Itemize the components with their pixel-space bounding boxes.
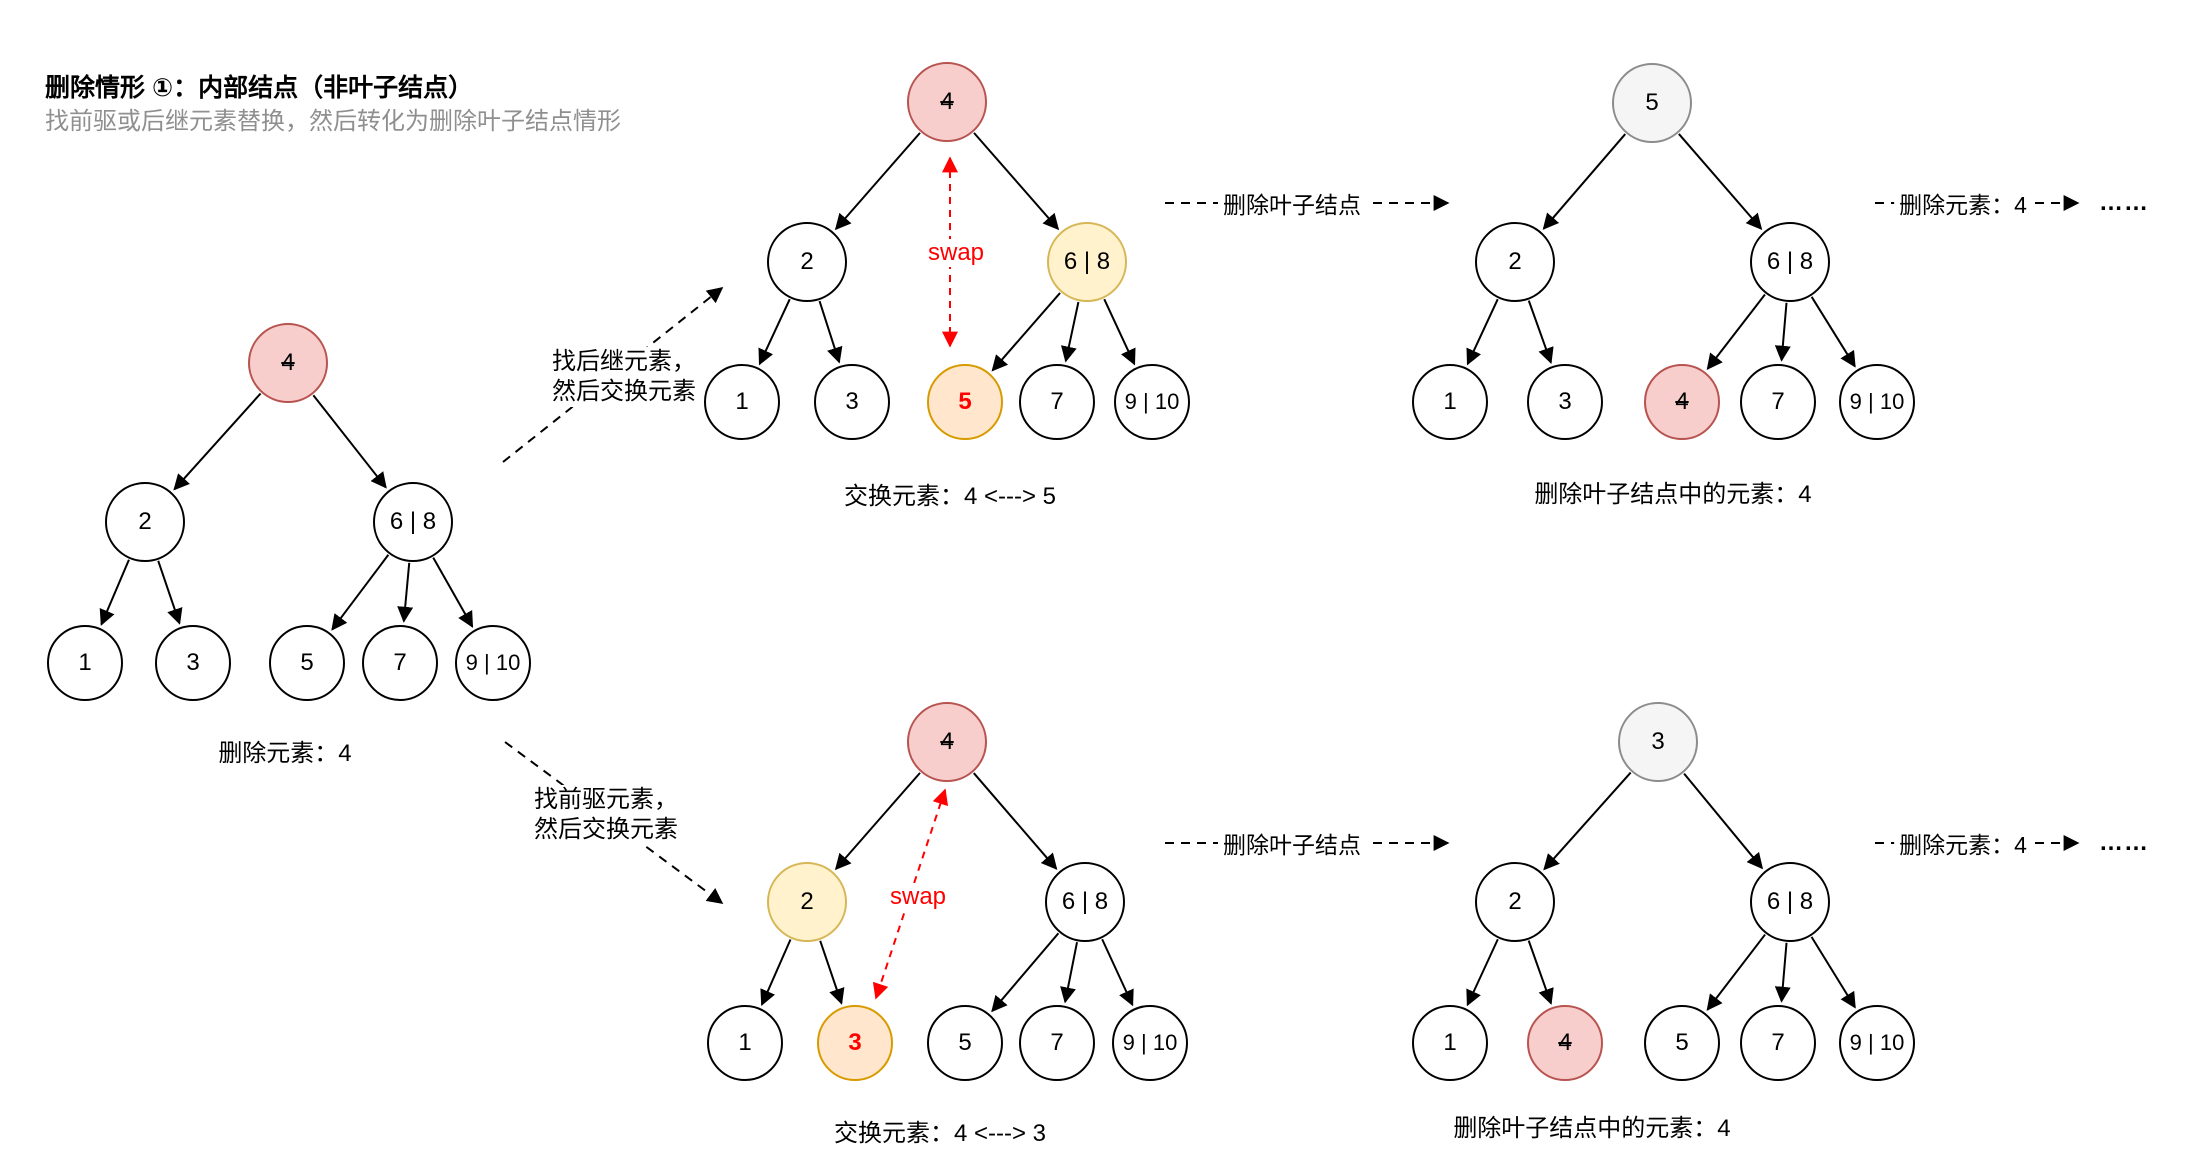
tree-edge bbox=[1706, 293, 1766, 371]
swap-label-successor: swap bbox=[923, 239, 989, 267]
predecessor-result-left-child-node: 2 bbox=[1475, 862, 1555, 942]
successor-swap-leaf-node: 1 bbox=[704, 364, 780, 440]
tree-edge bbox=[432, 557, 474, 628]
tree-edge bbox=[1683, 772, 1764, 870]
tree-edge bbox=[1706, 933, 1766, 1011]
predecessor-result-deleted-leaf-node: 4 bbox=[1527, 1005, 1603, 1081]
predecessor-swap-left-child-node: 2 bbox=[767, 862, 847, 942]
successor-swap-leaf-node: 3 bbox=[814, 364, 890, 440]
predecessor-swap-leaf-node: 1 bbox=[707, 1005, 783, 1081]
deleted-value: 4 bbox=[1675, 388, 1689, 415]
tree-edge bbox=[1466, 298, 1499, 366]
tree-edge bbox=[760, 939, 792, 1007]
deleted-value: 4 bbox=[281, 349, 295, 376]
tree-edge bbox=[1542, 133, 1626, 230]
successor-result-leaf-node: 9 | 10 bbox=[1839, 364, 1915, 440]
tree-edge bbox=[991, 932, 1060, 1013]
tree-edge bbox=[1527, 940, 1554, 1005]
successor-swap-leaf-node: 7 bbox=[1019, 364, 1095, 440]
tree-edge bbox=[1060, 301, 1080, 363]
successor-result-deleted-leaf-node: 4 bbox=[1644, 364, 1720, 440]
tree-edge bbox=[1466, 938, 1499, 1007]
predecessor-swap-root-node: 4 bbox=[907, 702, 987, 782]
tree-edge bbox=[1810, 296, 1856, 368]
tree-edge bbox=[397, 562, 414, 623]
predecessor-result-right-child-node: 6 | 8 bbox=[1750, 862, 1830, 942]
find-successor-label: 找后继元素， 然后交换元素 bbox=[550, 347, 698, 407]
tree-edge bbox=[173, 392, 262, 491]
tree-edge bbox=[819, 940, 845, 1005]
tree-edge bbox=[1060, 942, 1078, 1004]
predecessor-leaf-node: 3 bbox=[817, 1005, 893, 1081]
page-title: 删除情形 ①：内部结点（非叶子结点） bbox=[45, 74, 474, 102]
initial-left-child-node: 2 bbox=[105, 482, 185, 562]
predecessor-result-leaf-node: 7 bbox=[1740, 1005, 1816, 1081]
initial-tree-caption: 删除元素：4 bbox=[218, 740, 352, 767]
tree-edge bbox=[312, 394, 387, 489]
tree-edge bbox=[157, 560, 183, 625]
successor-swap-caption: 交换元素：4 <---> 5 bbox=[843, 483, 1057, 510]
ellipsis-top: …… bbox=[2099, 189, 2149, 216]
tree-edge bbox=[1101, 938, 1134, 1007]
tree-edge bbox=[1678, 133, 1763, 230]
swap-label-predecessor: swap bbox=[885, 883, 951, 911]
tree-edge bbox=[834, 772, 921, 871]
delete-leaf-label-top: 删除叶子结点 bbox=[1218, 186, 1366, 220]
deleted-value: 4 bbox=[1558, 1029, 1572, 1056]
predecessor-result-leaf-node: 5 bbox=[1644, 1005, 1720, 1081]
deleted-value: 4 bbox=[940, 728, 954, 755]
tree-edge bbox=[973, 132, 1060, 231]
successor-result-right-child-node: 6 | 8 bbox=[1750, 222, 1830, 302]
tree-edge bbox=[1774, 942, 1791, 1003]
predecessor-swap-caption: 交换元素：4 <---> 3 bbox=[833, 1120, 1047, 1147]
successor-swap-right-child-node: 6 | 8 bbox=[1047, 222, 1127, 302]
tree-edge bbox=[973, 772, 1058, 870]
predecessor-result-leaf-node: 1 bbox=[1412, 1005, 1488, 1081]
predecessor-result-root-node: 3 bbox=[1618, 702, 1698, 782]
initial-leaf-node: 7 bbox=[362, 625, 438, 701]
delete-element-label-top: 删除元素：4 bbox=[1894, 186, 2032, 220]
successor-swap-root-node: 4 bbox=[907, 62, 987, 142]
tree-edge bbox=[1543, 771, 1632, 871]
deleted-value: 4 bbox=[940, 88, 954, 115]
predecessor-result-leaf-node: 9 | 10 bbox=[1839, 1005, 1915, 1081]
initial-leaf-node: 1 bbox=[47, 625, 123, 701]
successor-swap-left-child-node: 2 bbox=[767, 222, 847, 302]
tree-edge bbox=[331, 554, 390, 631]
ellipsis-bottom: …… bbox=[2099, 829, 2149, 856]
delete-leaf-label-bottom: 删除叶子结点 bbox=[1218, 826, 1366, 860]
tree-edge bbox=[1527, 300, 1554, 364]
predecessor-swap-right-child-node: 6 | 8 bbox=[1045, 862, 1125, 942]
predecessor-swap-leaf-node: 9 | 10 bbox=[1112, 1005, 1188, 1081]
successor-result-root-node: 5 bbox=[1612, 63, 1692, 143]
initial-leaf-node: 3 bbox=[155, 625, 231, 701]
successor-swap-leaf-node: 9 | 10 bbox=[1114, 364, 1190, 440]
tree-edge bbox=[834, 132, 921, 231]
delete-element-label-bottom: 删除元素：4 bbox=[1894, 826, 2032, 860]
tree-edge bbox=[1103, 298, 1136, 366]
predecessor-swap-leaf-node: 7 bbox=[1019, 1005, 1095, 1081]
successor-result-leaf-node: 7 bbox=[1740, 364, 1816, 440]
predecessor-swap-leaf-node: 5 bbox=[927, 1005, 1003, 1081]
successor-result-leaf-node: 1 bbox=[1412, 364, 1488, 440]
tree-edge bbox=[991, 292, 1061, 372]
find-predecessor-label: 找前驱元素， 然后交换元素 bbox=[532, 785, 680, 845]
successor-result-left-child-node: 2 bbox=[1475, 222, 1555, 302]
tree-edge bbox=[1810, 936, 1856, 1009]
tree-edge bbox=[818, 300, 843, 364]
page-subtitle: 找前驱或后继元素替换，然后转化为删除叶子结点情形 bbox=[45, 108, 621, 135]
initial-right-child-node: 6 | 8 bbox=[373, 482, 453, 562]
tree-edge bbox=[99, 559, 130, 626]
successor-leaf-node: 5 bbox=[927, 364, 1003, 440]
predecessor-result-caption: 删除叶子结点中的元素：4 bbox=[1453, 1115, 1731, 1142]
initial-leaf-node: 9 | 10 bbox=[455, 625, 531, 701]
initial-root-node: 4 bbox=[248, 323, 328, 403]
initial-leaf-node: 5 bbox=[269, 625, 345, 701]
tree-edge bbox=[1774, 302, 1791, 362]
successor-result-caption: 删除叶子结点中的元素：4 bbox=[1534, 481, 1812, 508]
successor-result-leaf-node: 3 bbox=[1527, 364, 1603, 440]
tree-edge bbox=[758, 298, 791, 366]
